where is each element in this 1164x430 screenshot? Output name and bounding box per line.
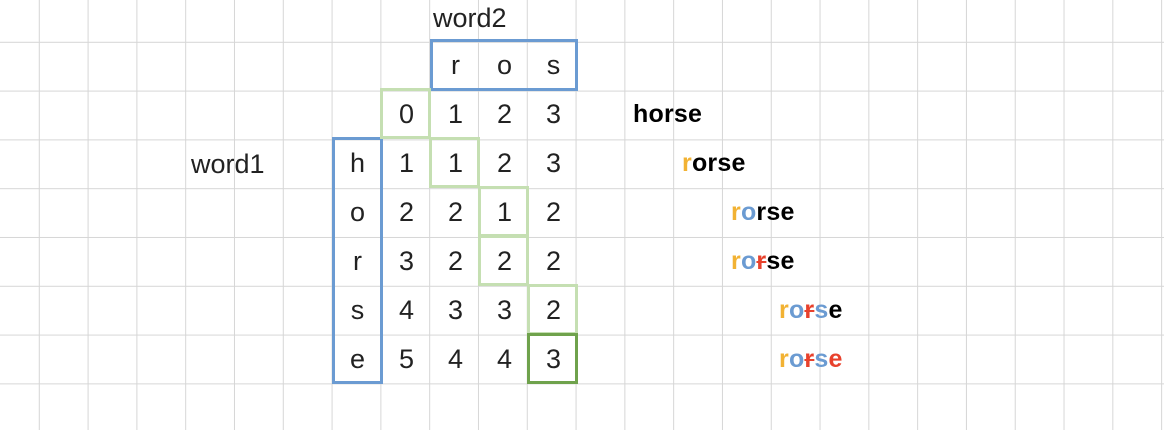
transform-segment: horse [633,100,703,128]
dp-cell: 4 [496,344,513,374]
transform-segment: r [682,149,692,177]
transform-segment: o [740,247,757,275]
dp-cell: 4 [398,295,415,325]
path-cell-2-2 [478,186,529,237]
word1-box [332,137,383,384]
dp-cell: 5 [398,344,415,374]
path-cell-4-3 [527,284,578,335]
transform-segment: r [779,296,789,324]
transform-step: horse [633,100,702,129]
dp-cell: 2 [398,197,415,227]
word2-letter: o [496,50,513,80]
dp-cell: 2 [496,99,513,129]
word1-letter: e [349,344,366,374]
word1-letter: o [349,197,366,227]
transform-segment: r [731,198,741,226]
transform-step: rorse [779,296,843,325]
transform-step: rorse [779,345,843,374]
path-cell-0-0 [380,88,431,139]
transform-segment: o [788,296,805,324]
dp-cell: 1 [496,197,513,227]
dp-cell: 2 [545,246,562,276]
transform-segment: s [814,345,829,373]
dp-cell: 2 [447,246,464,276]
word2-box [430,39,578,91]
transform-segment: r [756,247,767,275]
dp-cell: 3 [447,295,464,325]
transform-segment: rse [756,198,795,226]
word2-letter: r [451,50,460,80]
path-cell-1-1 [429,137,480,188]
transform-step: rorse [731,247,795,276]
dp-cell: 2 [545,197,562,227]
transform-segment: o [740,198,757,226]
word1-label: word1 [191,149,265,179]
transform-segment: r [804,345,815,373]
dp-cell: 3 [545,99,562,129]
transform-step: rorse [682,149,746,178]
transform-segment: e [828,345,843,373]
dp-cell: 3 [545,344,562,374]
transform-segment: orse [691,149,746,177]
transform-segment: s [814,296,829,324]
path-cell-3-2 [478,235,529,286]
dp-cell: 0 [398,99,415,129]
path-cell-5-3-final [527,333,578,384]
dp-cell: 1 [398,148,415,178]
dp-cell: 2 [447,197,464,227]
word2-label: word2 [433,3,507,33]
dp-cell: 4 [447,344,464,374]
transform-segment: r [779,345,789,373]
transform-step: rorse [731,198,795,227]
word1-letter: r [353,246,362,276]
dp-cell: 1 [447,148,464,178]
dp-cell: 2 [496,246,513,276]
dp-cell: 1 [447,99,464,129]
word1-letter: s [350,295,365,325]
dp-cell: 3 [496,295,513,325]
transform-segment: o [788,345,805,373]
transform-segment: r [804,296,815,324]
transform-segment: r [731,247,741,275]
word2-letter: s [546,50,561,80]
transform-segment: e [828,296,843,324]
dp-cell: 3 [398,246,415,276]
dp-cell: 3 [545,148,562,178]
dp-cell: 2 [545,295,562,325]
dp-cell: 2 [496,148,513,178]
word1-letter: h [349,148,366,178]
transform-segment: se [766,247,795,275]
